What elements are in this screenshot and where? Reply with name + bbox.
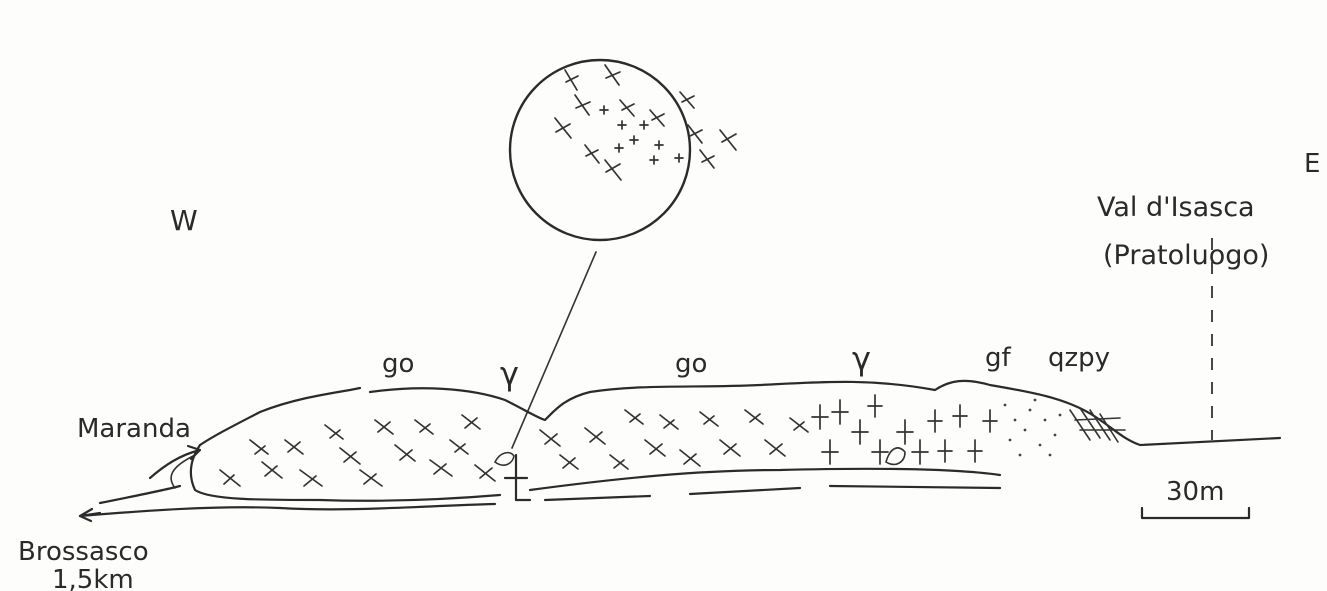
gneiss-dot-pattern (1003, 398, 1062, 457)
quartzite-hatch (1069, 407, 1126, 443)
unit-label-go-west: go (382, 349, 414, 379)
direction-west-label: W (170, 204, 198, 237)
sample-location-marker (503, 453, 532, 502)
east-location-sub-label: (Pratoluogo) (1103, 240, 1269, 271)
unit-label-gf: gf (985, 343, 1012, 373)
brossasco-distance-label: 1,5km (52, 565, 134, 591)
scale-label: 30m (1166, 477, 1224, 507)
brossasco-label: Brossasco (18, 537, 149, 567)
unit-label-qzpy: qzpy (1048, 343, 1110, 373)
east-location-label: Val d'Isasca (1097, 192, 1255, 223)
valley-floor-dashed-east (543, 484, 1002, 502)
maranda-label: Maranda (77, 414, 191, 444)
scale-bar (1140, 506, 1251, 520)
outcrop-west-end (189, 443, 502, 502)
lens-feature-east (885, 447, 906, 466)
outcrop-base-east (528, 467, 1002, 492)
outcrop-outline (198, 379, 1282, 447)
unit-label-go-central: go (675, 349, 707, 379)
unit-label-gamma-west: γ (500, 355, 519, 393)
riverbank-line (170, 454, 196, 489)
rock-texture-symbols (219, 64, 998, 487)
direction-east-label: E (1304, 149, 1320, 179)
valley-floor-lower (78, 502, 497, 518)
unit-label-gamma-central: γ (852, 340, 871, 378)
flow-arrow-brossasco (78, 507, 102, 523)
lens-feature-west (493, 451, 515, 466)
flow-arrow-maranda (148, 444, 202, 480)
valley-floor-upper (98, 484, 182, 505)
magnifier-connector-line (511, 251, 597, 449)
magnified-detail-circle (508, 58, 692, 242)
